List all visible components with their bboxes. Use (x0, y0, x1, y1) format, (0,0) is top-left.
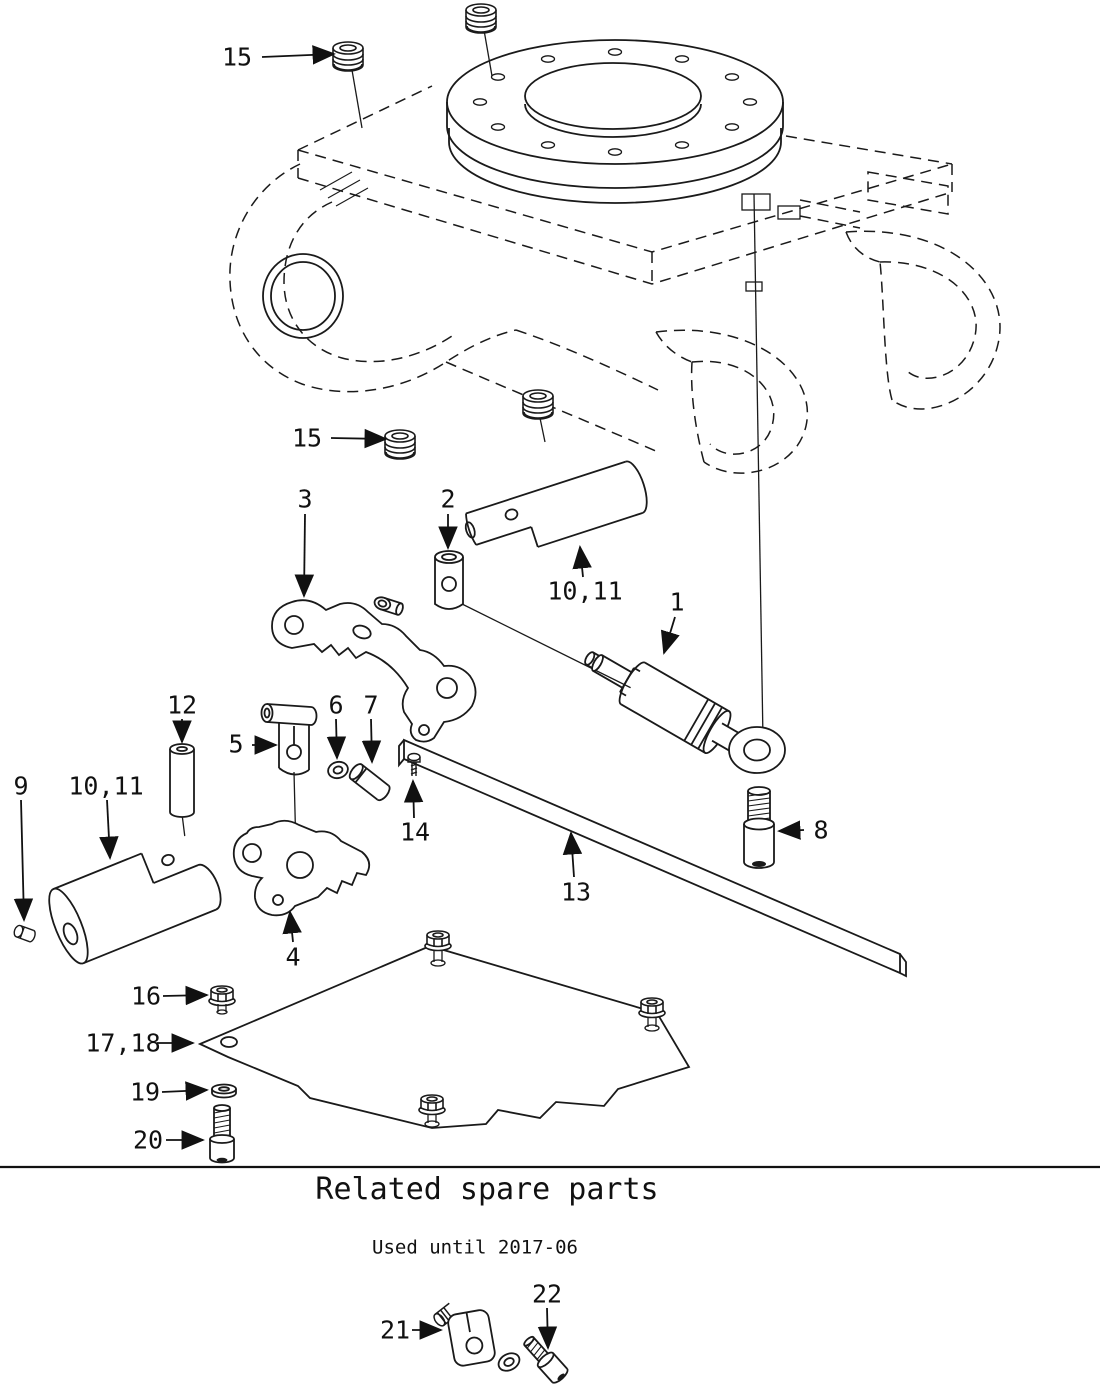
related-spare-parts-title: Related spare parts (315, 1172, 659, 1207)
callout-22: 22 (531, 1279, 563, 1309)
callout-21: 21 (379, 1315, 411, 1345)
frame-ring-eye (262, 171, 369, 339)
part-2-pin (434, 550, 464, 610)
callout-16: 16 (130, 981, 162, 1011)
used-until-subtitle: Used until 2017-06 (372, 1236, 578, 1259)
callout-10-11-lower: 10,11 (68, 771, 144, 801)
part-3-bracket (271, 596, 477, 743)
parts (13, 460, 907, 1384)
part-9-set-screw (13, 924, 36, 943)
callout-13: 13 (560, 877, 592, 907)
part-19-washer (211, 1083, 237, 1099)
part-21-clevis (433, 1302, 496, 1367)
part-8-bolt (743, 786, 775, 869)
callout-1: 1 (669, 587, 685, 617)
callout-8: 8 (813, 815, 829, 845)
main-assembly-phantom (229, 85, 1001, 474)
part-22-washer (497, 1352, 521, 1372)
part-22-bolt (523, 1335, 569, 1384)
part-12-spacer (169, 743, 195, 818)
callout-17-18: 17,18 (85, 1028, 161, 1058)
part-1-damper (584, 651, 786, 774)
part-13-bar (398, 738, 907, 978)
part-16-nut (208, 985, 236, 1015)
callout-5: 5 (228, 729, 244, 759)
part-10-11-upper-sleeve (464, 460, 648, 565)
part-4-cam (232, 819, 371, 917)
callout-3: 3 (297, 484, 313, 514)
callout-4: 4 (285, 942, 301, 972)
leader-lines (13, 45, 805, 1350)
slewing-ring (446, 39, 784, 204)
callout-20: 20 (132, 1125, 164, 1155)
part-6-washer (327, 760, 349, 780)
part-17-18-plate (197, 930, 691, 1129)
callout-10-11-upper: 10,11 (547, 576, 623, 606)
part-10-11-lower-sleeve (48, 835, 222, 965)
callout-19: 19 (129, 1077, 161, 1107)
callout-9: 9 (13, 771, 29, 801)
callout-6: 6 (328, 690, 344, 720)
callout-15-mid: 15 (291, 423, 323, 453)
callout-7: 7 (363, 690, 379, 720)
callout-14: 14 (399, 817, 431, 847)
part-20-bolt (209, 1104, 235, 1164)
callout-2: 2 (440, 484, 456, 514)
callout-15-top: 15 (221, 42, 253, 72)
part-5-clevis (260, 703, 318, 776)
part-7-pin (348, 763, 392, 803)
part-14-screw (407, 752, 421, 776)
callout-12: 12 (166, 690, 198, 720)
